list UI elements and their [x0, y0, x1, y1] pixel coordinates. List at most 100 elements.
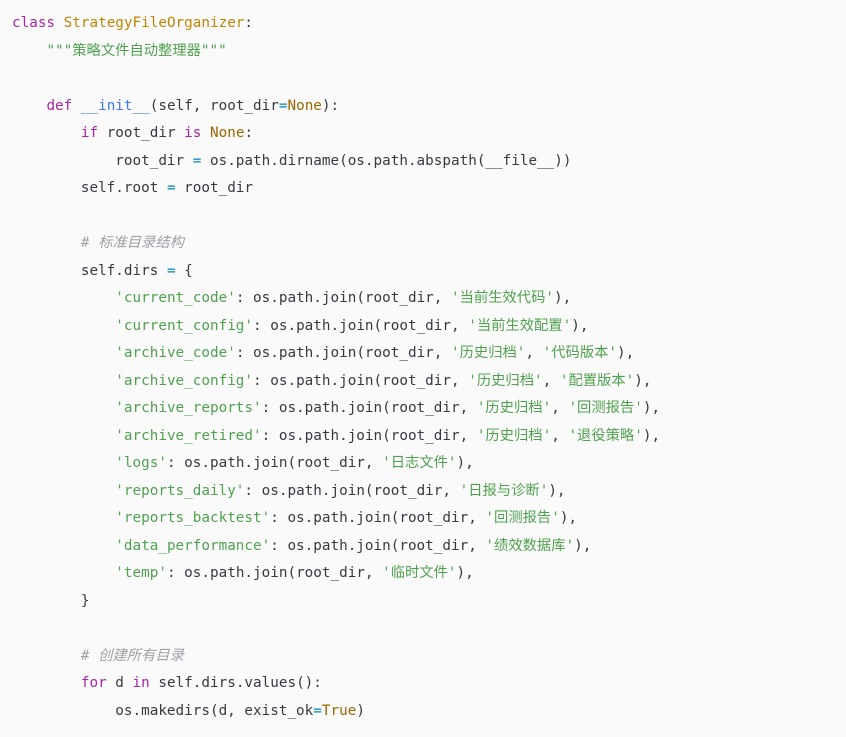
- code-token-string: '配置版本': [559, 372, 635, 389]
- code-token-plain: [12, 510, 115, 526]
- code-line: 'reports_backtest': os.path.join(root_di…: [12, 505, 846, 533]
- code-token-keyword: for: [80, 675, 107, 691]
- code-token-plain: self.root: [12, 180, 167, 196]
- code-line: self.root = root_dir: [12, 175, 846, 203]
- code-token-plain: : os.path.join(root_dir,: [235, 345, 451, 361]
- code-token-string: """策略文件自动整理器""": [46, 42, 227, 59]
- code-token-keyword: def: [46, 97, 73, 114]
- code-token-plain: [12, 125, 81, 141]
- code-token-plain: [12, 318, 115, 334]
- code-token-plain: :: [244, 125, 254, 141]
- code-token-plain: ,: [551, 400, 569, 416]
- code-token-plain: ),: [456, 565, 474, 581]
- code-token-string: 'temp': [115, 565, 167, 581]
- code-token-plain: : os.path.join(root_dir,: [253, 372, 469, 389]
- code-line: ​: [12, 65, 846, 93]
- code-token-plain: os.path.dirname(os.path.abspath(__file__…: [201, 152, 572, 169]
- code-token-plain: [72, 98, 81, 114]
- code-token-plain: : os.path.join(root_dir,: [166, 565, 383, 581]
- code-line: 'current_code': os.path.join(root_dir, '…: [12, 285, 846, 313]
- code-token-plain: [12, 43, 46, 59]
- code-token-string: '退役策略': [568, 427, 643, 444]
- code-line: """策略文件自动整理器""": [12, 38, 846, 66]
- code-token-plain: }: [12, 592, 90, 609]
- code-token-plain: [12, 483, 115, 499]
- code-token-comment: # 创建所有目录: [80, 647, 184, 664]
- code-token-plain: ),: [559, 510, 578, 526]
- code-token-plain: [201, 125, 210, 141]
- code-token-plain: :: [244, 15, 254, 31]
- code-line: for d in self.dirs.values():: [12, 670, 846, 698]
- code-line: # 标准目录结构: [12, 230, 846, 258]
- code-line: 'reports_daily': os.path.join(root_dir, …: [12, 478, 846, 506]
- code-token-plain: [12, 345, 115, 361]
- code-token-keyword: in: [132, 675, 150, 691]
- code-line: 'logs': os.path.join(root_dir, '日志文件'),: [12, 450, 846, 478]
- code-line: 'temp': os.path.join(root_dir, '临时文件'),: [12, 560, 846, 588]
- code-token-plain: [12, 373, 115, 389]
- code-line: ​: [12, 615, 846, 643]
- code-token-string: '历史归档': [468, 372, 543, 389]
- code-token-plain: [55, 15, 64, 31]
- code-token-keyword: class: [12, 15, 56, 31]
- code-token-plain: [12, 290, 115, 306]
- code-line: }: [12, 588, 846, 616]
- code-token-string: 'current_code': [115, 290, 236, 306]
- code-token-plain: : os.path.join(root_dir,: [270, 537, 486, 554]
- code-token-operator: =: [192, 152, 202, 169]
- code-token-plain: [12, 400, 115, 416]
- code-token-string: '临时文件': [382, 565, 457, 581]
- code-token-plain: ),: [456, 455, 474, 471]
- code-token-string: 'reports_daily': [115, 482, 245, 499]
- code-token-string: '日报与诊断': [459, 482, 549, 499]
- code-token-plain: ,: [551, 427, 569, 444]
- code-token-plain: [12, 648, 81, 664]
- code-token-constant: None: [210, 125, 245, 141]
- code-line: 'current_config': os.path.join(root_dir,…: [12, 313, 846, 341]
- code-token-string: '日志文件': [382, 455, 457, 471]
- code-token-string: '回测报告': [485, 510, 560, 526]
- code-line: 'archive_config': os.path.join(root_dir,…: [12, 368, 846, 396]
- code-token-plain: ,: [525, 345, 543, 361]
- code-token-plain: ),: [642, 427, 661, 444]
- code-token-plain: [12, 455, 115, 471]
- code-token-plain: : os.path.join(root_dir,: [261, 400, 477, 416]
- code-token-plain: : os.path.join(root_dir,: [244, 482, 460, 499]
- code-token-plain: [12, 235, 81, 251]
- code-token-string: 'archive_config': [115, 372, 254, 389]
- code-line: ​: [12, 203, 846, 231]
- code-token-plain: ),: [574, 537, 592, 554]
- code-token-plain: : os.path.join(root_dir,: [270, 510, 486, 526]
- code-token-plain: ),: [634, 372, 652, 389]
- code-token-string: 'reports_backtest': [115, 510, 271, 526]
- code-line: 'data_performance': os.path.join(root_di…: [12, 533, 846, 561]
- code-token-plain: [12, 565, 115, 581]
- code-token-plain: [12, 98, 46, 114]
- code-token-comment: # 标准目录结构: [80, 235, 184, 251]
- code-token-string: '绩效数据库': [485, 537, 575, 554]
- code-token-plain: os.makedirs(d, exist_ok: [12, 702, 314, 719]
- code-token-keyword: if: [80, 125, 99, 141]
- code-token-class: StrategyFileOrganizer: [63, 15, 245, 31]
- code-token-plain: [12, 675, 81, 691]
- code-token-plain: ),: [617, 345, 635, 361]
- code-token-string: '当前生效配置': [468, 317, 572, 334]
- code-token-plain: : os.path.join(root_dir,: [166, 455, 383, 471]
- code-line: root_dir = os.path.dirname(os.path.abspa…: [12, 148, 846, 176]
- code-token-constant: True: [321, 702, 357, 719]
- code-token-plain: [12, 538, 115, 554]
- code-line: 'archive_code': os.path.join(root_dir, '…: [12, 340, 846, 368]
- code-token-plain: : os.path.join(root_dir,: [253, 317, 469, 334]
- code-token-operator: =: [313, 702, 322, 719]
- code-line: 'archive_reports': os.path.join(root_dir…: [12, 395, 846, 423]
- code-token-plain: ),: [554, 290, 572, 306]
- code-token-operator: =: [166, 180, 176, 196]
- code-token-plain: root_dir: [98, 125, 185, 141]
- code-token-string: '回测报告': [568, 400, 643, 416]
- code-line: if root_dir is None:: [12, 120, 846, 148]
- code-line: 'archive_retired': os.path.join(root_dir…: [12, 423, 846, 451]
- code-token-plain: ),: [642, 400, 661, 416]
- code-token-string: '历史归档': [476, 400, 552, 416]
